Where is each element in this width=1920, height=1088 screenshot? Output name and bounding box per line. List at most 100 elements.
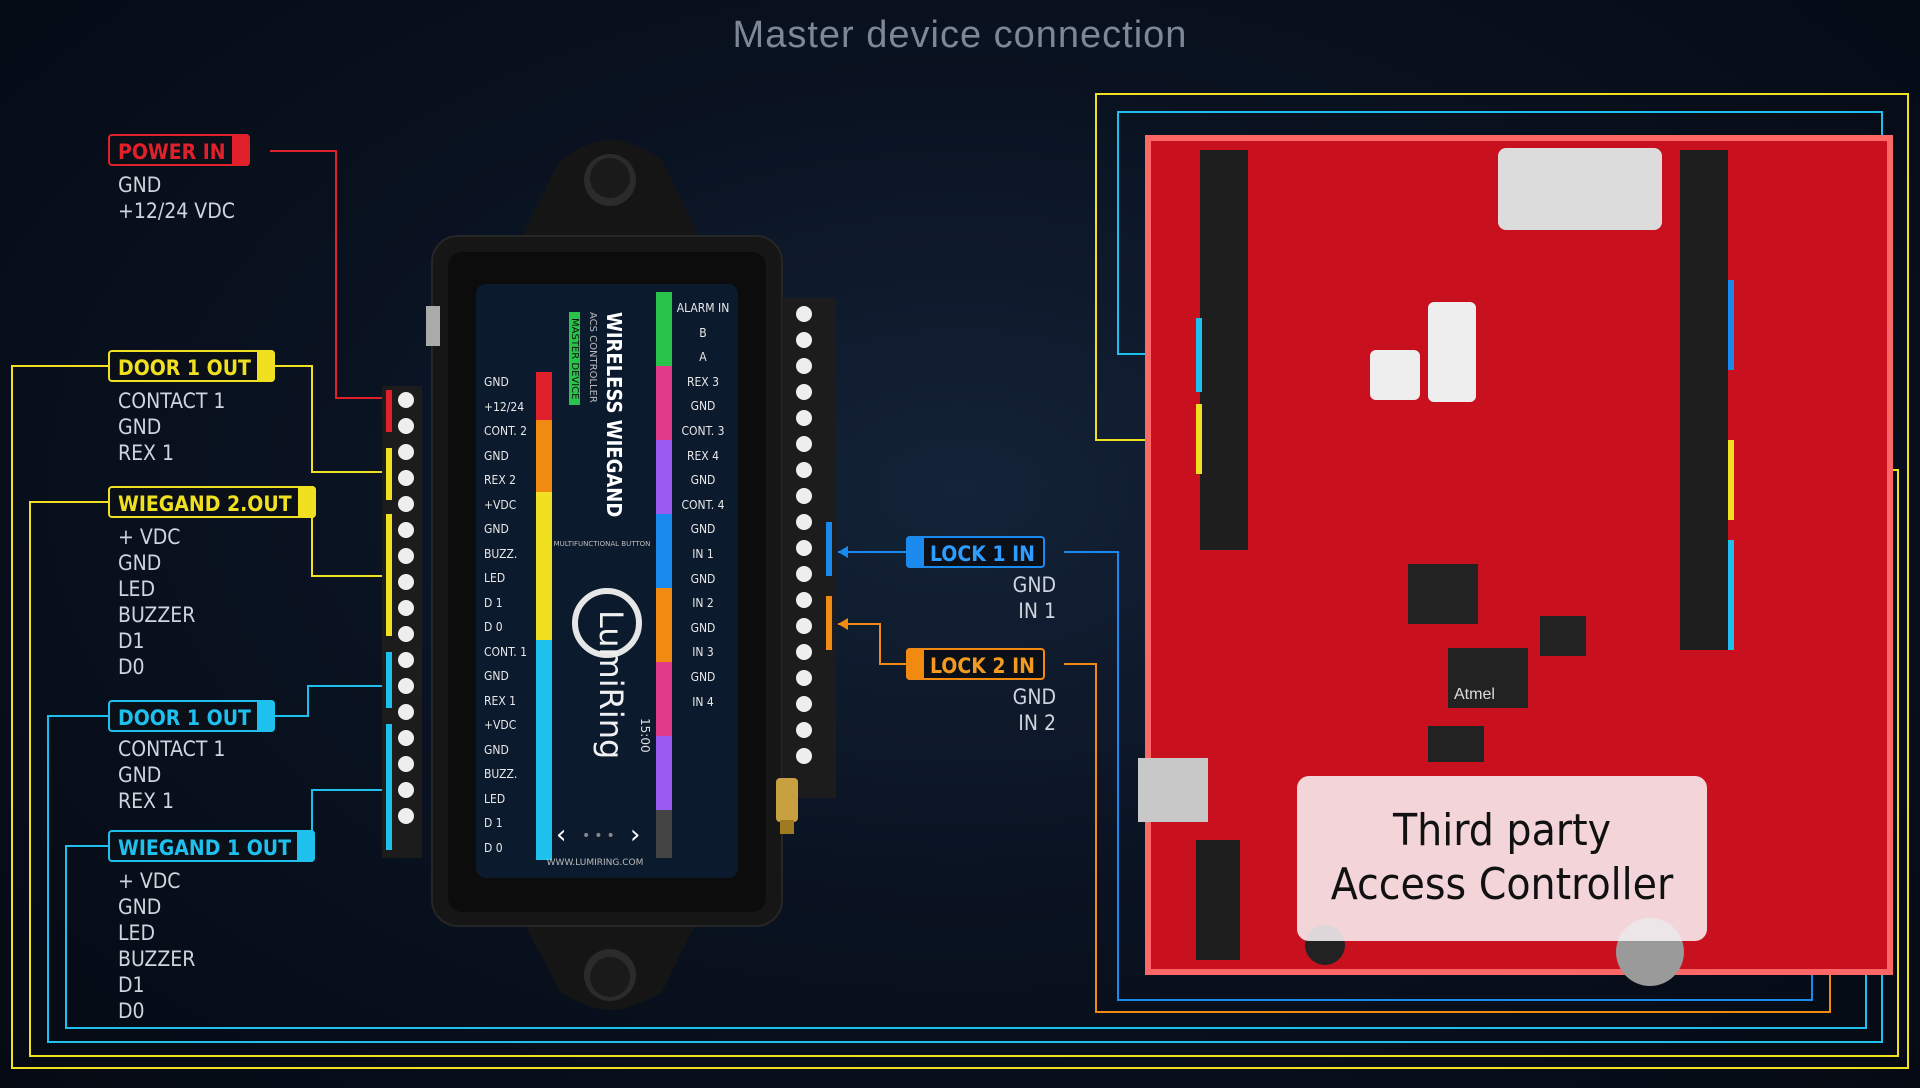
caption-line: Access Controller — [1330, 859, 1674, 910]
pin-label: GND — [1012, 573, 1056, 597]
door1-out-yellow-pins: CONTACT 1 GND REX 1 — [118, 388, 225, 466]
section-lock4 — [656, 736, 672, 810]
pin-label: IN 1 — [1018, 599, 1056, 623]
device-left-label: LED — [484, 791, 506, 806]
wire-door1-yellow — [270, 365, 392, 473]
device-right-label: CONT. 4 — [681, 497, 725, 512]
device-clock: 15:00 — [638, 718, 652, 753]
device-left-label: D 1 — [484, 595, 503, 610]
device-right-label: IN 2 — [692, 596, 714, 611]
lock1-in-tag: LOCK 1 IN — [906, 536, 1045, 568]
device-left-column: GND +12/24 CONT. 2 GND REX 2 +VDC GND BU… — [484, 370, 534, 860]
device-right-label: REX 4 — [686, 448, 719, 463]
device-left-label: +12/24 — [484, 399, 525, 414]
device-right-label: CONT. 3 — [681, 423, 725, 438]
pin-label: LED — [118, 577, 156, 601]
wiegand1-out-pins: + VDC GND LED BUZZER D1 D0 — [118, 868, 195, 1024]
left-terminal-screws — [398, 392, 414, 824]
pin-label: GND — [118, 895, 162, 919]
door1-out-cyan-tag: DOOR 1 OUT — [108, 700, 275, 732]
pin-label: CONTACT 1 — [118, 737, 226, 761]
pin-label: GND — [118, 551, 162, 575]
device-right-label: IN 4 — [692, 694, 714, 709]
wire-door1-cyan — [270, 685, 392, 717]
device-right-column: ALARM IN B A REX 3 GND CONT. 3 REX 4 GND… — [674, 296, 732, 714]
pin-label: + VDC — [118, 525, 181, 549]
section-ext1 — [656, 292, 672, 366]
pin-label: D0 — [118, 655, 145, 679]
device-left-label: GND — [484, 669, 509, 683]
pin-label: REX 1 — [118, 441, 175, 465]
device-mode-badge: MASTER DEVICE — [569, 312, 580, 406]
device-right-label: GND — [690, 669, 716, 684]
nav-dots-icon: ••• — [582, 828, 619, 844]
lock2-in-tag: LOCK 2 IN — [906, 648, 1045, 680]
device-right-label: ALARM IN — [676, 301, 730, 315]
section-button — [656, 810, 672, 858]
device-right-label: GND — [690, 620, 716, 635]
power-in-pins: GND +12/24 VDC — [118, 172, 235, 224]
section-lock1 — [656, 514, 672, 588]
device-url: WWW.LUMIRING.COM — [546, 858, 644, 868]
controller-chip-text: Atmel — [1454, 686, 1495, 703]
section-lock2 — [656, 588, 672, 662]
wiegand1-out-tag: WIEGAND 1 OUT — [108, 830, 315, 862]
device-left-label: GND — [484, 448, 509, 463]
wiegand2-out-pins: + VDC GND LED BUZZER D1 D0 — [118, 524, 195, 680]
section-door2-out — [536, 420, 552, 492]
device-right-label: GND — [690, 473, 716, 488]
device-left-label: GND — [484, 742, 509, 757]
device-left-label: REX 2 — [484, 473, 517, 487]
pin-label: D1 — [118, 973, 145, 997]
pin-label: + VDC — [118, 869, 181, 893]
device-screen: GND +12/24 CONT. 2 GND REX 2 +VDC GND BU… — [480, 292, 734, 872]
pin-label: GND — [118, 415, 162, 439]
pin-label: +12/24 VDC — [118, 199, 235, 223]
device-right-label: IN 3 — [692, 645, 714, 660]
device-right-label: A — [699, 350, 707, 365]
pin-label: CONTACT 1 — [118, 389, 226, 413]
device-left-label: BUZZ. — [484, 767, 518, 781]
device-right-label: REX 3 — [686, 374, 719, 389]
device-left-label: GND — [484, 522, 509, 536]
device-left-label: D 0 — [484, 840, 503, 855]
wiegand2-out-tag: WIEGAND 2.OUT — [108, 486, 316, 518]
device-left-label: GND — [484, 375, 509, 389]
pin-label: REX 1 — [118, 789, 175, 813]
power-in-tag: POWER IN — [108, 134, 250, 166]
device-right-label: GND — [690, 522, 716, 537]
device-left-label: REX 1 — [484, 693, 517, 708]
device-left-label: D 1 — [484, 816, 503, 830]
device-left-label: +VDC — [484, 497, 517, 512]
access-controller-caption: Third party Access Controller — [1297, 776, 1707, 941]
nav-prev-icon[interactable]: ‹ — [556, 820, 567, 850]
device-product-name: WIRELESS WIEGAND — [602, 312, 626, 518]
lock2-in-pins: GND IN 2 — [980, 684, 1056, 736]
pin-label: D0 — [118, 999, 145, 1023]
section-door1-out — [536, 640, 552, 712]
device-right-label: GND — [690, 571, 716, 586]
pin-label: BUZZER — [118, 947, 196, 971]
device-right-sections — [656, 292, 672, 858]
section-door4-out — [656, 440, 672, 514]
wire-lock2 — [838, 623, 906, 665]
pin-label: IN 2 — [1018, 711, 1056, 735]
caption-line: Third party — [1392, 805, 1612, 856]
device-left-label: CONT. 1 — [484, 644, 528, 659]
nav-next-icon[interactable]: › — [630, 820, 641, 850]
device-left-label: CONT. 2 — [484, 424, 528, 438]
door1-out-yellow-tag: DOOR 1 OUT — [108, 350, 275, 382]
right-terminal-screws — [796, 306, 812, 764]
section-wiegand2-out — [536, 492, 552, 640]
pin-label: GND — [1012, 685, 1056, 709]
device-left-label: LED — [484, 571, 506, 585]
device-left-label: D 0 — [484, 620, 503, 634]
wire-yellow-loop-outer — [11, 93, 1909, 1069]
device-left-label: +VDC — [484, 718, 517, 732]
device-brand: LumiRing — [592, 610, 630, 760]
pin-label: D1 — [118, 629, 145, 653]
wire-power-in — [270, 150, 392, 399]
pin-label: LED — [118, 921, 156, 945]
section-wiegand1-out — [536, 712, 552, 860]
pin-label: BUZZER — [118, 603, 196, 627]
